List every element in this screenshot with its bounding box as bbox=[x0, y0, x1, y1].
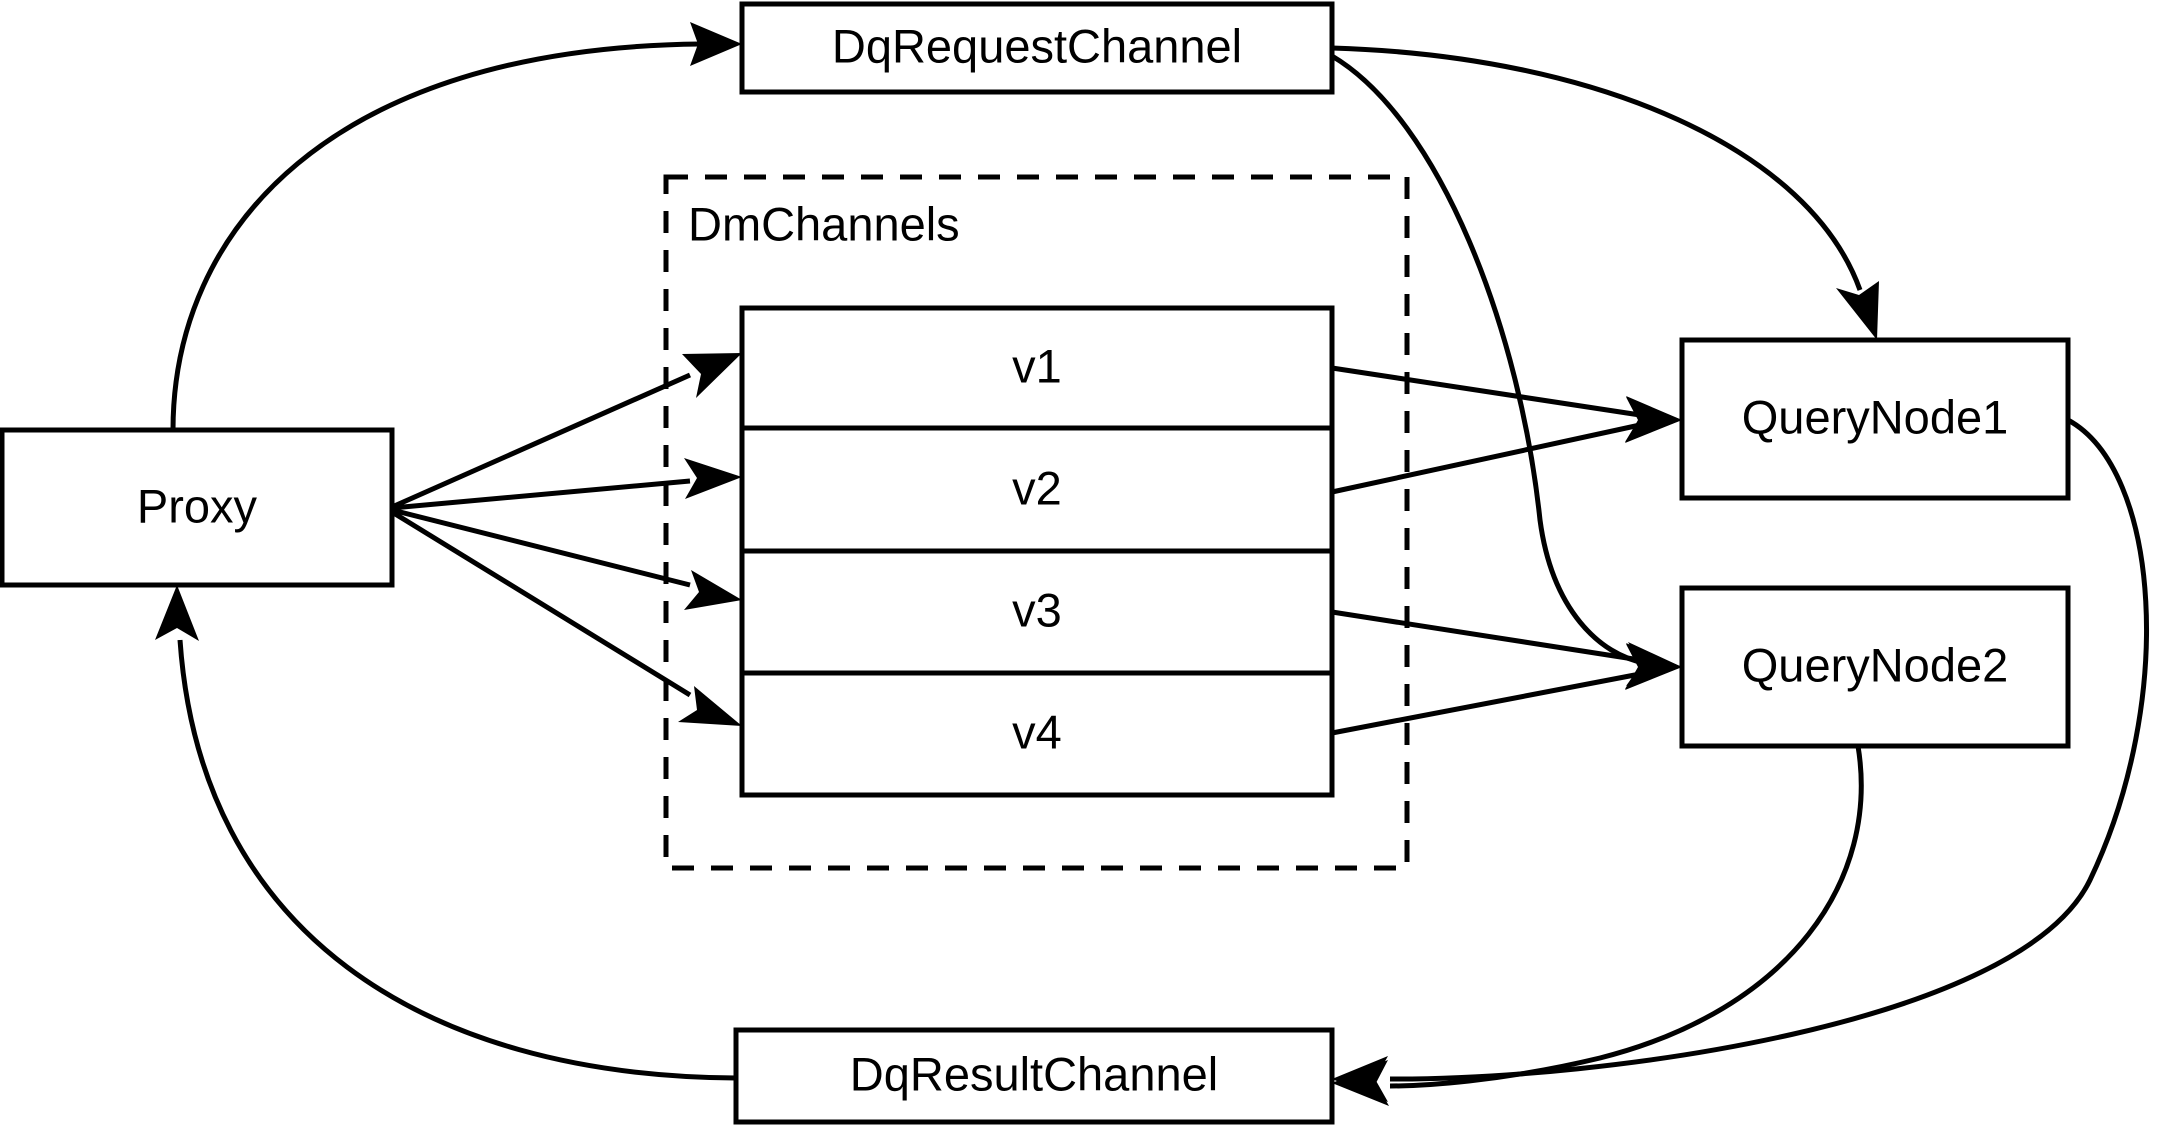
dmchannels-group-label: DmChannels bbox=[688, 197, 960, 250]
edge-v2-to-querynode1 bbox=[1331, 397, 1682, 495]
node-dq-result-channel-box[interactable] bbox=[733, 1027, 1335, 1125]
dmchannel-row-v4[interactable]: v4 bbox=[1012, 705, 1062, 758]
arrowhead-icon bbox=[682, 353, 742, 398]
node-dq-result-channel-label: DqResultChannel bbox=[850, 1047, 1218, 1100]
edge-dqresultchannel-to-proxy bbox=[155, 585, 737, 1081]
dmchannel-row-v2[interactable]: v2 bbox=[1012, 461, 1062, 514]
node-query-node-1-box[interactable] bbox=[1679, 337, 2071, 501]
arrowhead-icon bbox=[155, 585, 199, 641]
dmchannel-row-v3[interactable]: v3 bbox=[1012, 583, 1062, 636]
arrowhead-icon bbox=[1332, 1060, 1389, 1106]
node-query-node-2-label: QueryNode2 bbox=[1742, 638, 2009, 691]
dmchannels-group-border bbox=[663, 174, 1410, 871]
dmchannels-group: DmChannels bbox=[663, 174, 1410, 871]
node-proxy-label: Proxy bbox=[137, 479, 258, 532]
node-query-node-1[interactable]: QueryNode1 bbox=[1679, 337, 2071, 501]
edge-v1-to-querynode1 bbox=[1331, 365, 1682, 442]
node-dq-request-channel-box[interactable] bbox=[739, 1, 1335, 95]
edge-dqrequestchannel-to-querynode1 bbox=[1331, 45, 1879, 340]
edge-proxy-to-v4 bbox=[390, 509, 742, 726]
edge-proxy-to-dqrequestchannel bbox=[170, 22, 742, 431]
arrowhead-icon bbox=[1625, 397, 1682, 443]
edge-proxy-to-v1 bbox=[390, 353, 742, 510]
node-query-node-1-label: QueryNode1 bbox=[1742, 390, 2009, 443]
node-proxy[interactable]: Proxy bbox=[0, 427, 395, 588]
arrowhead-icon bbox=[678, 686, 742, 726]
dmchannel-row-v1[interactable]: v1 bbox=[1012, 339, 1062, 392]
arrowhead-icon bbox=[690, 22, 742, 66]
node-dq-request-channel-label: DqRequestChannel bbox=[832, 19, 1242, 72]
edge-proxy-to-v3 bbox=[391, 507, 742, 610]
arrowhead-icon bbox=[684, 458, 742, 499]
node-proxy-box[interactable] bbox=[0, 427, 395, 588]
node-query-node-2-box[interactable] bbox=[1679, 585, 2071, 749]
node-dq-result-channel[interactable]: DqResultChannel bbox=[733, 1027, 1335, 1125]
edge-dqrequestchannel-to-querynode2 bbox=[1330, 53, 1682, 686]
arrowhead-icon bbox=[1836, 281, 1879, 340]
dmchannels-table: v1 v2 v3 v4 bbox=[739, 305, 1335, 798]
edge-proxy-to-v2 bbox=[391, 458, 742, 511]
node-query-node-2[interactable]: QueryNode2 bbox=[1679, 585, 2071, 749]
arrowhead-icon bbox=[684, 570, 742, 610]
arrowhead-icon bbox=[1625, 644, 1682, 690]
node-dq-request-channel[interactable]: DqRequestChannel bbox=[739, 1, 1335, 95]
edge-v4-to-querynode2 bbox=[1331, 644, 1682, 736]
edge-querynode2-to-dqresultchannel bbox=[1332, 745, 1864, 1106]
